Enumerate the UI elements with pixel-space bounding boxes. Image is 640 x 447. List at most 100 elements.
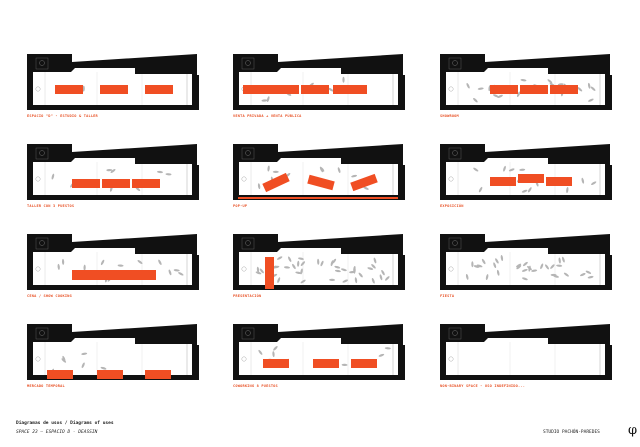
interior [446, 248, 605, 285]
table-mark [546, 177, 572, 186]
furniture-mark [522, 261, 528, 267]
floor-plan [27, 144, 199, 200]
furniture-mark [581, 177, 585, 184]
furniture-mark [478, 186, 483, 193]
furniture-mark [158, 259, 162, 265]
use-label: COWORKING 8 PUESTOS [233, 384, 278, 388]
use-label: SHOWROOM [440, 114, 459, 118]
furniture-mark [378, 353, 385, 357]
use-label: TALLER CON 3 PUESTOS [27, 204, 75, 208]
furniture-mark [481, 258, 486, 265]
floor-plan [233, 234, 405, 290]
interior [239, 248, 398, 285]
table-mark [100, 270, 128, 280]
furniture-mark [521, 189, 528, 193]
table-mark [100, 85, 128, 94]
furniture-mark [566, 187, 569, 193]
furniture-mark [110, 168, 116, 174]
furniture-mark [100, 259, 105, 266]
furniture-mark [300, 279, 306, 284]
furniture-mark [261, 99, 268, 102]
table-mark [243, 85, 299, 94]
table-mark [72, 270, 100, 280]
furniture-mark [273, 346, 278, 351]
furniture-mark [320, 260, 324, 267]
furniture-mark [520, 79, 527, 82]
furniture-mark [500, 255, 504, 261]
furniture-mark [258, 349, 263, 355]
stair-icon [245, 150, 251, 156]
furniture-mark [342, 76, 345, 83]
stair-icon [39, 150, 45, 156]
use-label: NON-BINARY SPACE - USO INDEFINIDO... [440, 384, 526, 388]
furniture-mark [473, 265, 480, 268]
furniture-mark [358, 272, 363, 278]
furniture-mark [259, 268, 264, 274]
use-label: PRESENTACIÓN [233, 294, 262, 298]
table-mark [145, 370, 171, 379]
table-mark [351, 359, 377, 368]
sheet-title: Diagramas de usos / Diagrams of uses [16, 421, 114, 426]
furniture-mark [471, 261, 474, 268]
furniture-mark [473, 167, 479, 172]
floor-plan [440, 54, 612, 110]
table-mark [262, 172, 290, 193]
furniture-mark [328, 87, 334, 92]
furniture-mark [585, 270, 592, 274]
sheet-subtitle: SPACE 23 — ESPACIO D - DEASSIN [16, 430, 98, 435]
use-label: FIESTA [440, 294, 455, 298]
furniture-mark [497, 94, 503, 99]
column-icon [35, 176, 41, 182]
furniture-mark [367, 267, 374, 270]
table-mark [145, 85, 173, 94]
furniture-mark [577, 87, 583, 92]
stair-icon [452, 60, 458, 66]
furniture-mark [256, 266, 260, 273]
furniture-mark [556, 264, 563, 267]
furniture-mark [168, 269, 172, 276]
furniture-mark [588, 98, 594, 102]
furniture-mark [267, 165, 270, 172]
furniture-mark [342, 279, 348, 283]
furniture-mark [527, 187, 532, 193]
stair-icon [39, 60, 45, 66]
table-mark [333, 85, 367, 94]
interior [446, 338, 605, 375]
table-mark [265, 257, 274, 289]
furniture-mark [371, 264, 376, 269]
furniture-mark [363, 186, 369, 190]
use-label: CENA / SHOW COOKING [27, 294, 72, 298]
furniture-mark [288, 256, 292, 262]
furniture-mark [157, 170, 163, 174]
furniture-mark [272, 170, 279, 173]
furniture-mark [100, 366, 107, 370]
furniture-mark [292, 263, 296, 270]
furniture-mark [272, 351, 275, 358]
furniture-mark [385, 276, 390, 281]
use-label: ESPACIO "D" - ESTUDIO & TALLER [27, 114, 98, 118]
column-icon [35, 356, 41, 362]
floor-plan [440, 234, 612, 290]
stair-icon [245, 240, 251, 246]
furniture-mark [341, 363, 348, 367]
furniture-mark [379, 274, 383, 281]
furniture-mark [562, 256, 565, 263]
furniture-mark [580, 273, 586, 277]
furniture-mark [476, 264, 483, 268]
use-diagram-panel: CENA / SHOW COOKING [27, 232, 199, 304]
furniture-mark [353, 267, 356, 274]
furniture-mark [473, 98, 478, 103]
furniture-mark [51, 173, 55, 180]
column-icon [241, 176, 247, 182]
table-mark [55, 85, 83, 94]
furniture-mark [277, 277, 281, 283]
furniture-mark [334, 269, 341, 273]
furniture-mark [547, 79, 553, 84]
interior [33, 338, 192, 375]
furniture-mark [273, 265, 280, 269]
furniture-mark [255, 271, 262, 275]
use-diagram-panel: POP-UP [233, 142, 405, 214]
table-mark [97, 370, 123, 379]
furniture-mark [516, 265, 522, 270]
furniture-mark [384, 347, 391, 350]
